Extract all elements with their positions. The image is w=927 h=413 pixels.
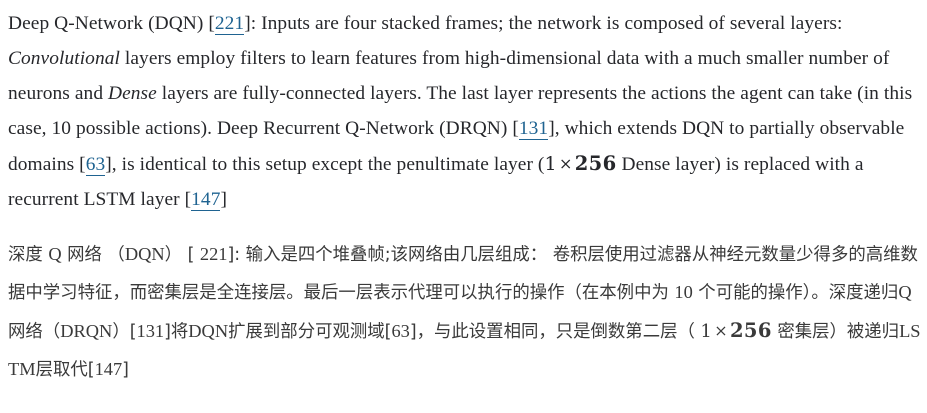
text-run: ]，与此设置相同，只是倒数第二层（ [409, 322, 701, 342]
text-run: ） [ [164, 245, 200, 265]
inline-math-dense-dims-zh: 1×256 [700, 319, 772, 342]
text-run: 网络（ [8, 322, 61, 342]
text-run: Dense layer) is replaced with a recurren… [8, 154, 869, 210]
math-operand-256: 256 [574, 152, 617, 175]
citation-link-147[interactable]: 147 [191, 189, 221, 211]
citation-ref-221: 221 [199, 244, 228, 264]
text-run: 扩展到部分可观测域[ [228, 322, 392, 342]
math-times-icon: × [714, 321, 728, 340]
math-times-icon: × [558, 154, 573, 173]
text-run: 深度 [8, 245, 49, 265]
latin-run-dqn: DQN [124, 244, 165, 264]
paragraph-spacer [8, 217, 919, 236]
latin-run-lstm: LSTM [8, 321, 921, 379]
citation-ref-131: 131 [136, 321, 165, 341]
text-run: ]: Inputs are four stacked frames; the n… [244, 13, 848, 34]
text-run: ]: 输入是四个堆叠帧;该网络由几层组成： 卷积层使用过滤器从神经元数量少得多的… [8, 245, 918, 303]
citation-link-131[interactable]: 131 [518, 118, 549, 140]
latin-run-drqn: DRQN [60, 321, 113, 341]
text-run: layers employ filters to learn features … [8, 48, 895, 104]
text-run: ], is identical to this setup except the… [105, 154, 545, 175]
text-run: ]将 [164, 322, 189, 342]
text-run: layers are fully-connected layers. The l… [8, 83, 918, 139]
citation-link-221[interactable]: 221 [214, 13, 245, 35]
text-run: ] [122, 360, 129, 380]
inline-math-dense-dims: 1×256 [544, 152, 617, 175]
text-run: ）[ [112, 322, 137, 342]
latin-run-dqn2: DQN [188, 321, 229, 341]
latin-run-q2: Q [898, 282, 912, 302]
citation-ref-63: 63 [391, 321, 410, 341]
citation-link-63[interactable]: 63 [85, 154, 106, 176]
math-operand-1: 1 [700, 321, 713, 342]
text-run: ] [220, 189, 228, 210]
text-run: 密集层）被递归 [771, 322, 900, 342]
math-operand-1: 1 [544, 153, 557, 175]
translated-paragraph: 深度 Q 网络 （DQN） [ 221]: 输入是四个堆叠帧;该网络由几层组成：… [8, 236, 927, 389]
source-paragraph: Deep Q-Network (DQN) [221]: Inputs are f… [8, 6, 922, 217]
text-run: 个可能的操作）。深度递归 [692, 283, 899, 303]
text-run: Deep Q-Network (DQN) [ [8, 13, 215, 34]
text-run: 网络 （ [61, 245, 125, 265]
text-run: 层取代[ [35, 360, 95, 380]
emphasis-dense: Dense [108, 83, 157, 104]
citation-ref-147: 147 [94, 359, 123, 379]
math-operand-256: 256 [730, 319, 772, 342]
latin-run-q: Q [48, 244, 62, 264]
emphasis-convolutional: Convolutional [8, 48, 120, 69]
number-run-10: 10 [674, 282, 693, 302]
text-run: ], which extends DQN to partially observ… [8, 118, 910, 175]
